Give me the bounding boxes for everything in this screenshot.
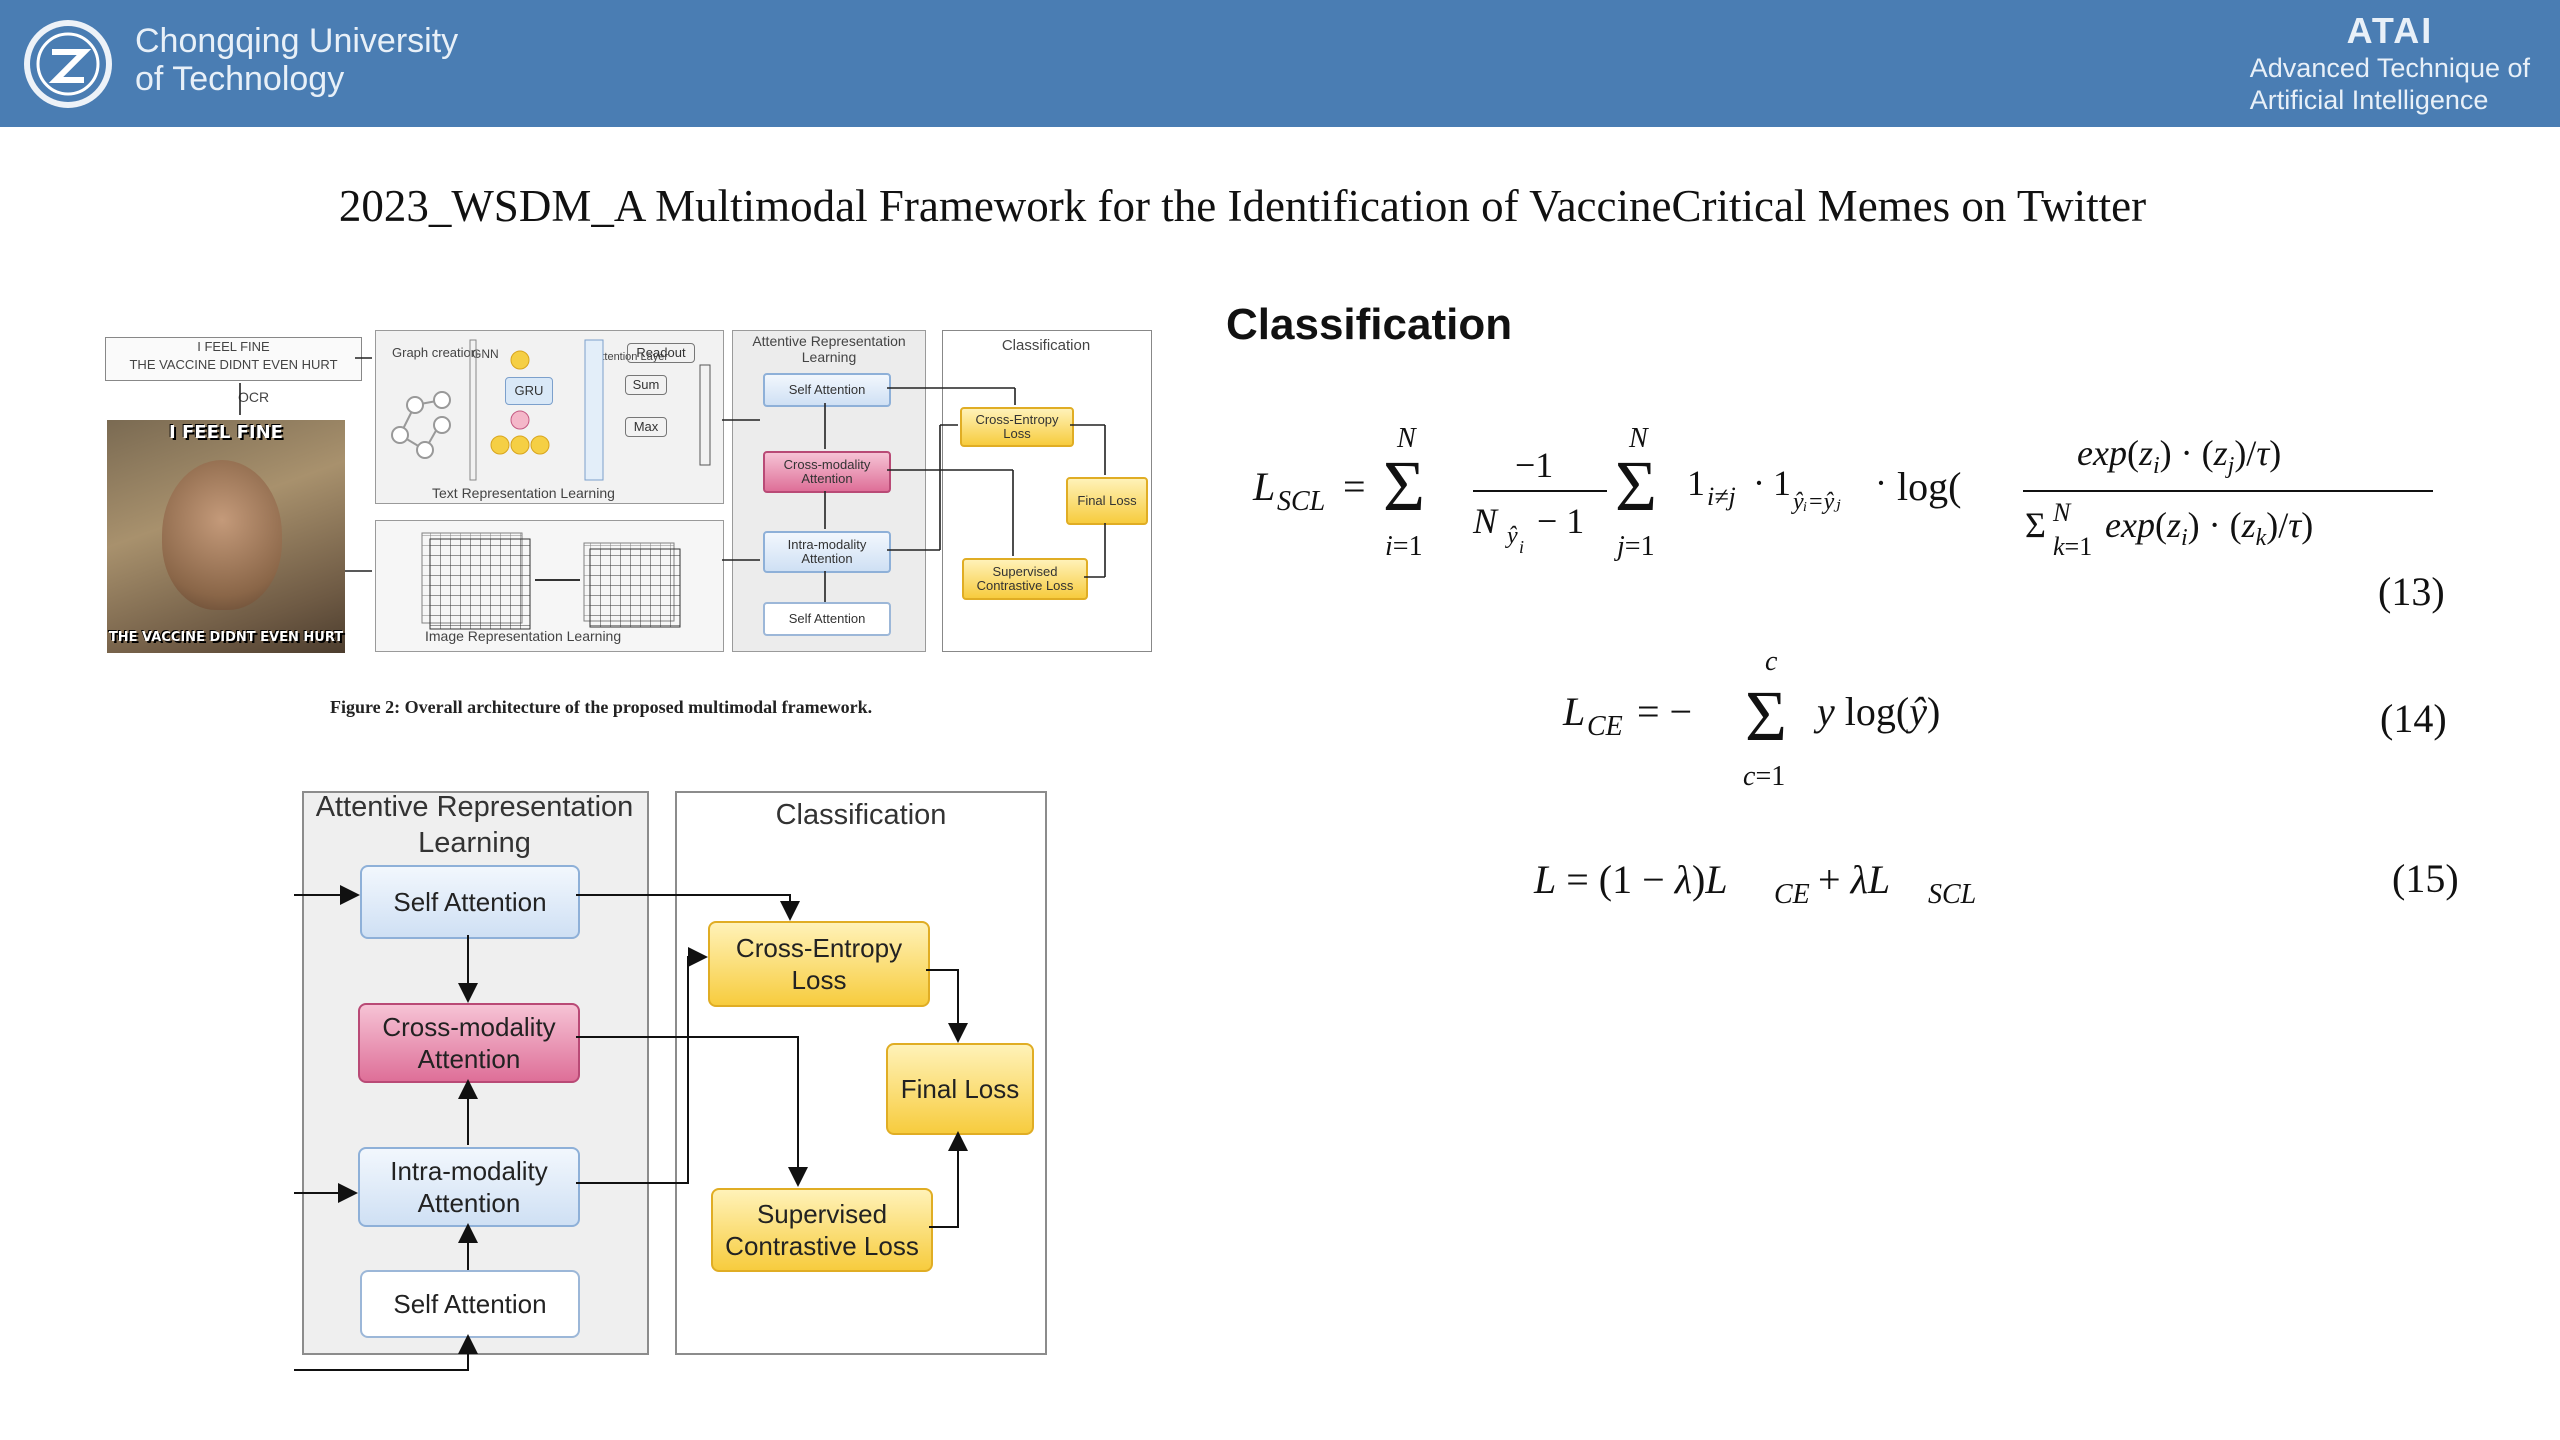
intra-modality-box: Intra-modality Attention <box>358 1147 580 1227</box>
svg-text:k=1: k=1 <box>2053 532 2092 561</box>
svg-text:1: 1 <box>1773 463 1791 503</box>
svg-text:·: · <box>1875 463 1887 503</box>
svg-text:Σ: Σ <box>1615 446 1657 526</box>
svg-text:L: L <box>1252 464 1275 509</box>
text-input-line-2: THE VACCINE DIDNT EVEN HURT <box>129 357 338 372</box>
svg-text:N: N <box>1472 501 1499 541</box>
svg-text:1: 1 <box>1687 463 1705 503</box>
meme-bottom-caption: THE VACCINE DIDNT EVEN HURT <box>108 630 344 645</box>
gru-box: GRU <box>505 377 553 405</box>
text-rep-label: Text Representation Learning <box>432 485 615 501</box>
cross-modality-small: Cross-modality Attention <box>763 451 891 493</box>
lab-line-1: Advanced Technique of <box>2249 53 2530 83</box>
self-attention-small-bottom: Self Attention <box>763 602 891 636</box>
svg-text:log(: log( <box>1897 464 1961 509</box>
equation-14: L CE = − c Σ c=1 y log(ŷ) <box>1562 646 1940 792</box>
text-input-box <box>105 337 362 381</box>
svg-text:=: = <box>1343 464 1366 509</box>
svg-text:L: L <box>1562 689 1585 734</box>
image-rep-label: Image Representation Learning <box>425 628 622 644</box>
figure-caption: Figure 2: Overall architecture of the pr… <box>330 697 873 717</box>
svg-text:exp(zi) · (zj)/τ): exp(zi) · (zj)/τ) <box>2077 433 2281 479</box>
svg-text:SCL: SCL <box>1928 879 1976 910</box>
svg-text:y log(ŷ): y log(ŷ) <box>1813 689 1940 734</box>
self-attention-bottom-box: Self Attention <box>360 1270 580 1338</box>
architecture-figure: I FEEL FINE THE VACCINE DIDNT EVEN HURT … <box>100 325 1160 717</box>
graph-creation-label: Graph creation <box>392 345 478 360</box>
svg-text:−1: −1 <box>1515 445 1553 485</box>
svg-text:i≠j: i≠j <box>1707 482 1736 511</box>
supervised-contrastive-box: Supervised Contrastive Loss <box>711 1188 933 1272</box>
university-line-2: of Technology <box>135 60 345 98</box>
svg-text:c: c <box>1765 646 1778 677</box>
slide-title: 2023_WSDM_A Multimodal Framework for the… <box>338 181 2147 231</box>
graph-sketch-icon <box>391 339 711 481</box>
header-band <box>0 0 2560 127</box>
zoomed-diagram: Attentive Representation Learning Classi… <box>290 785 1060 1375</box>
university-name: Chongqing University of Technology <box>135 22 458 98</box>
classification-title-small: Classification <box>1001 337 1091 354</box>
equation-15: L = (1 − λ)L CE + λL SCL <box>1533 857 1976 910</box>
sum-box: Sum <box>625 375 667 395</box>
svg-text:CE: CE <box>1774 879 1810 910</box>
attentive-title-small: Attentive Representation Learning <box>752 333 906 365</box>
cross-entropy-box: Cross-Entropy Loss <box>708 921 930 1007</box>
svg-text:Σ: Σ <box>1745 676 1787 756</box>
svg-text:exp(zi) · (zk)/τ): exp(zi) · (zk)/τ) <box>2105 505 2313 551</box>
lab-line-2: Artificial Intelligence <box>2249 85 2489 115</box>
svg-text:ŷᵢ=ŷⱼ: ŷᵢ=ŷⱼ <box>1791 489 1841 515</box>
svg-text:ŷ: ŷ <box>1505 523 1518 549</box>
max-box: Max <box>625 417 667 437</box>
svg-text:− 1: − 1 <box>1537 501 1584 541</box>
attentive-panel-title: Attentive Representation Learning <box>315 791 634 859</box>
svg-text:SCL: SCL <box>1277 486 1325 517</box>
svg-text:·: · <box>1753 463 1765 503</box>
text-representation-panel <box>375 330 724 504</box>
meme-top-caption: I FEEL FINE <box>169 422 283 443</box>
equation-15-number: (15) <box>2392 856 2459 901</box>
svg-text:c=1: c=1 <box>1743 761 1785 792</box>
classification-panel-title: Classification <box>775 799 947 831</box>
feature-grid-icon <box>421 532 681 630</box>
svg-text:N: N <box>1628 423 1649 454</box>
university-line-1: Chongqing University <box>135 22 459 60</box>
equation-13-number: (13) <box>2378 569 2445 614</box>
final-loss-small: Final Loss <box>1066 477 1148 525</box>
university-logo-icon <box>24 20 112 108</box>
svg-text:CE: CE <box>1587 711 1623 742</box>
svg-text:j=1: j=1 <box>1614 531 1655 562</box>
final-loss-box: Final Loss <box>886 1043 1034 1135</box>
readout-box: Readout <box>627 343 695 363</box>
lab-logo: ATAI Advanced Technique of Artificial In… <box>2250 10 2530 116</box>
text-input-line-1: I FEEL FINE <box>197 339 270 354</box>
svg-text:N: N <box>2052 498 2072 527</box>
svg-text:Σ: Σ <box>2025 505 2046 545</box>
section-title: Classification <box>1226 300 1513 349</box>
ocr-label: OCR <box>238 389 270 405</box>
attention-layer-label: Attention Layer <box>594 351 668 363</box>
supervised-small: Supervised Contrastive Loss <box>962 558 1088 600</box>
meme-face <box>162 460 282 610</box>
svg-text:Σ: Σ <box>1383 446 1425 526</box>
meme-image: I FEEL FINE THE VACCINE DIDNT EVEN HURT <box>107 420 345 653</box>
lab-title: ATAI <box>2346 10 2434 51</box>
equation-14-number: (14) <box>2380 696 2447 741</box>
svg-text:i: i <box>1519 537 1524 557</box>
svg-text:= −: = − <box>1637 689 1692 734</box>
cross-entropy-small: Cross-Entropy Loss <box>960 407 1074 447</box>
gnn-label: GNN <box>472 347 499 361</box>
svg-text:i=1: i=1 <box>1385 531 1423 562</box>
svg-text:L = (1 − λ)L: L = (1 − λ)L <box>1533 857 1728 902</box>
diagram-arrows <box>294 885 968 1371</box>
intra-modality-small: Intra-modality Attention <box>763 531 891 573</box>
svg-text:N: N <box>1396 423 1417 454</box>
svg-text:+ λL: + λL <box>1818 857 1890 902</box>
self-attention-small-top: Self Attention <box>763 373 891 407</box>
self-attention-top-box: Self Attention <box>360 865 580 939</box>
equation-13: L SCL = N Σ i=1 −1 N ŷ i − 1 N Σ j=1 1 i… <box>1252 423 2433 562</box>
